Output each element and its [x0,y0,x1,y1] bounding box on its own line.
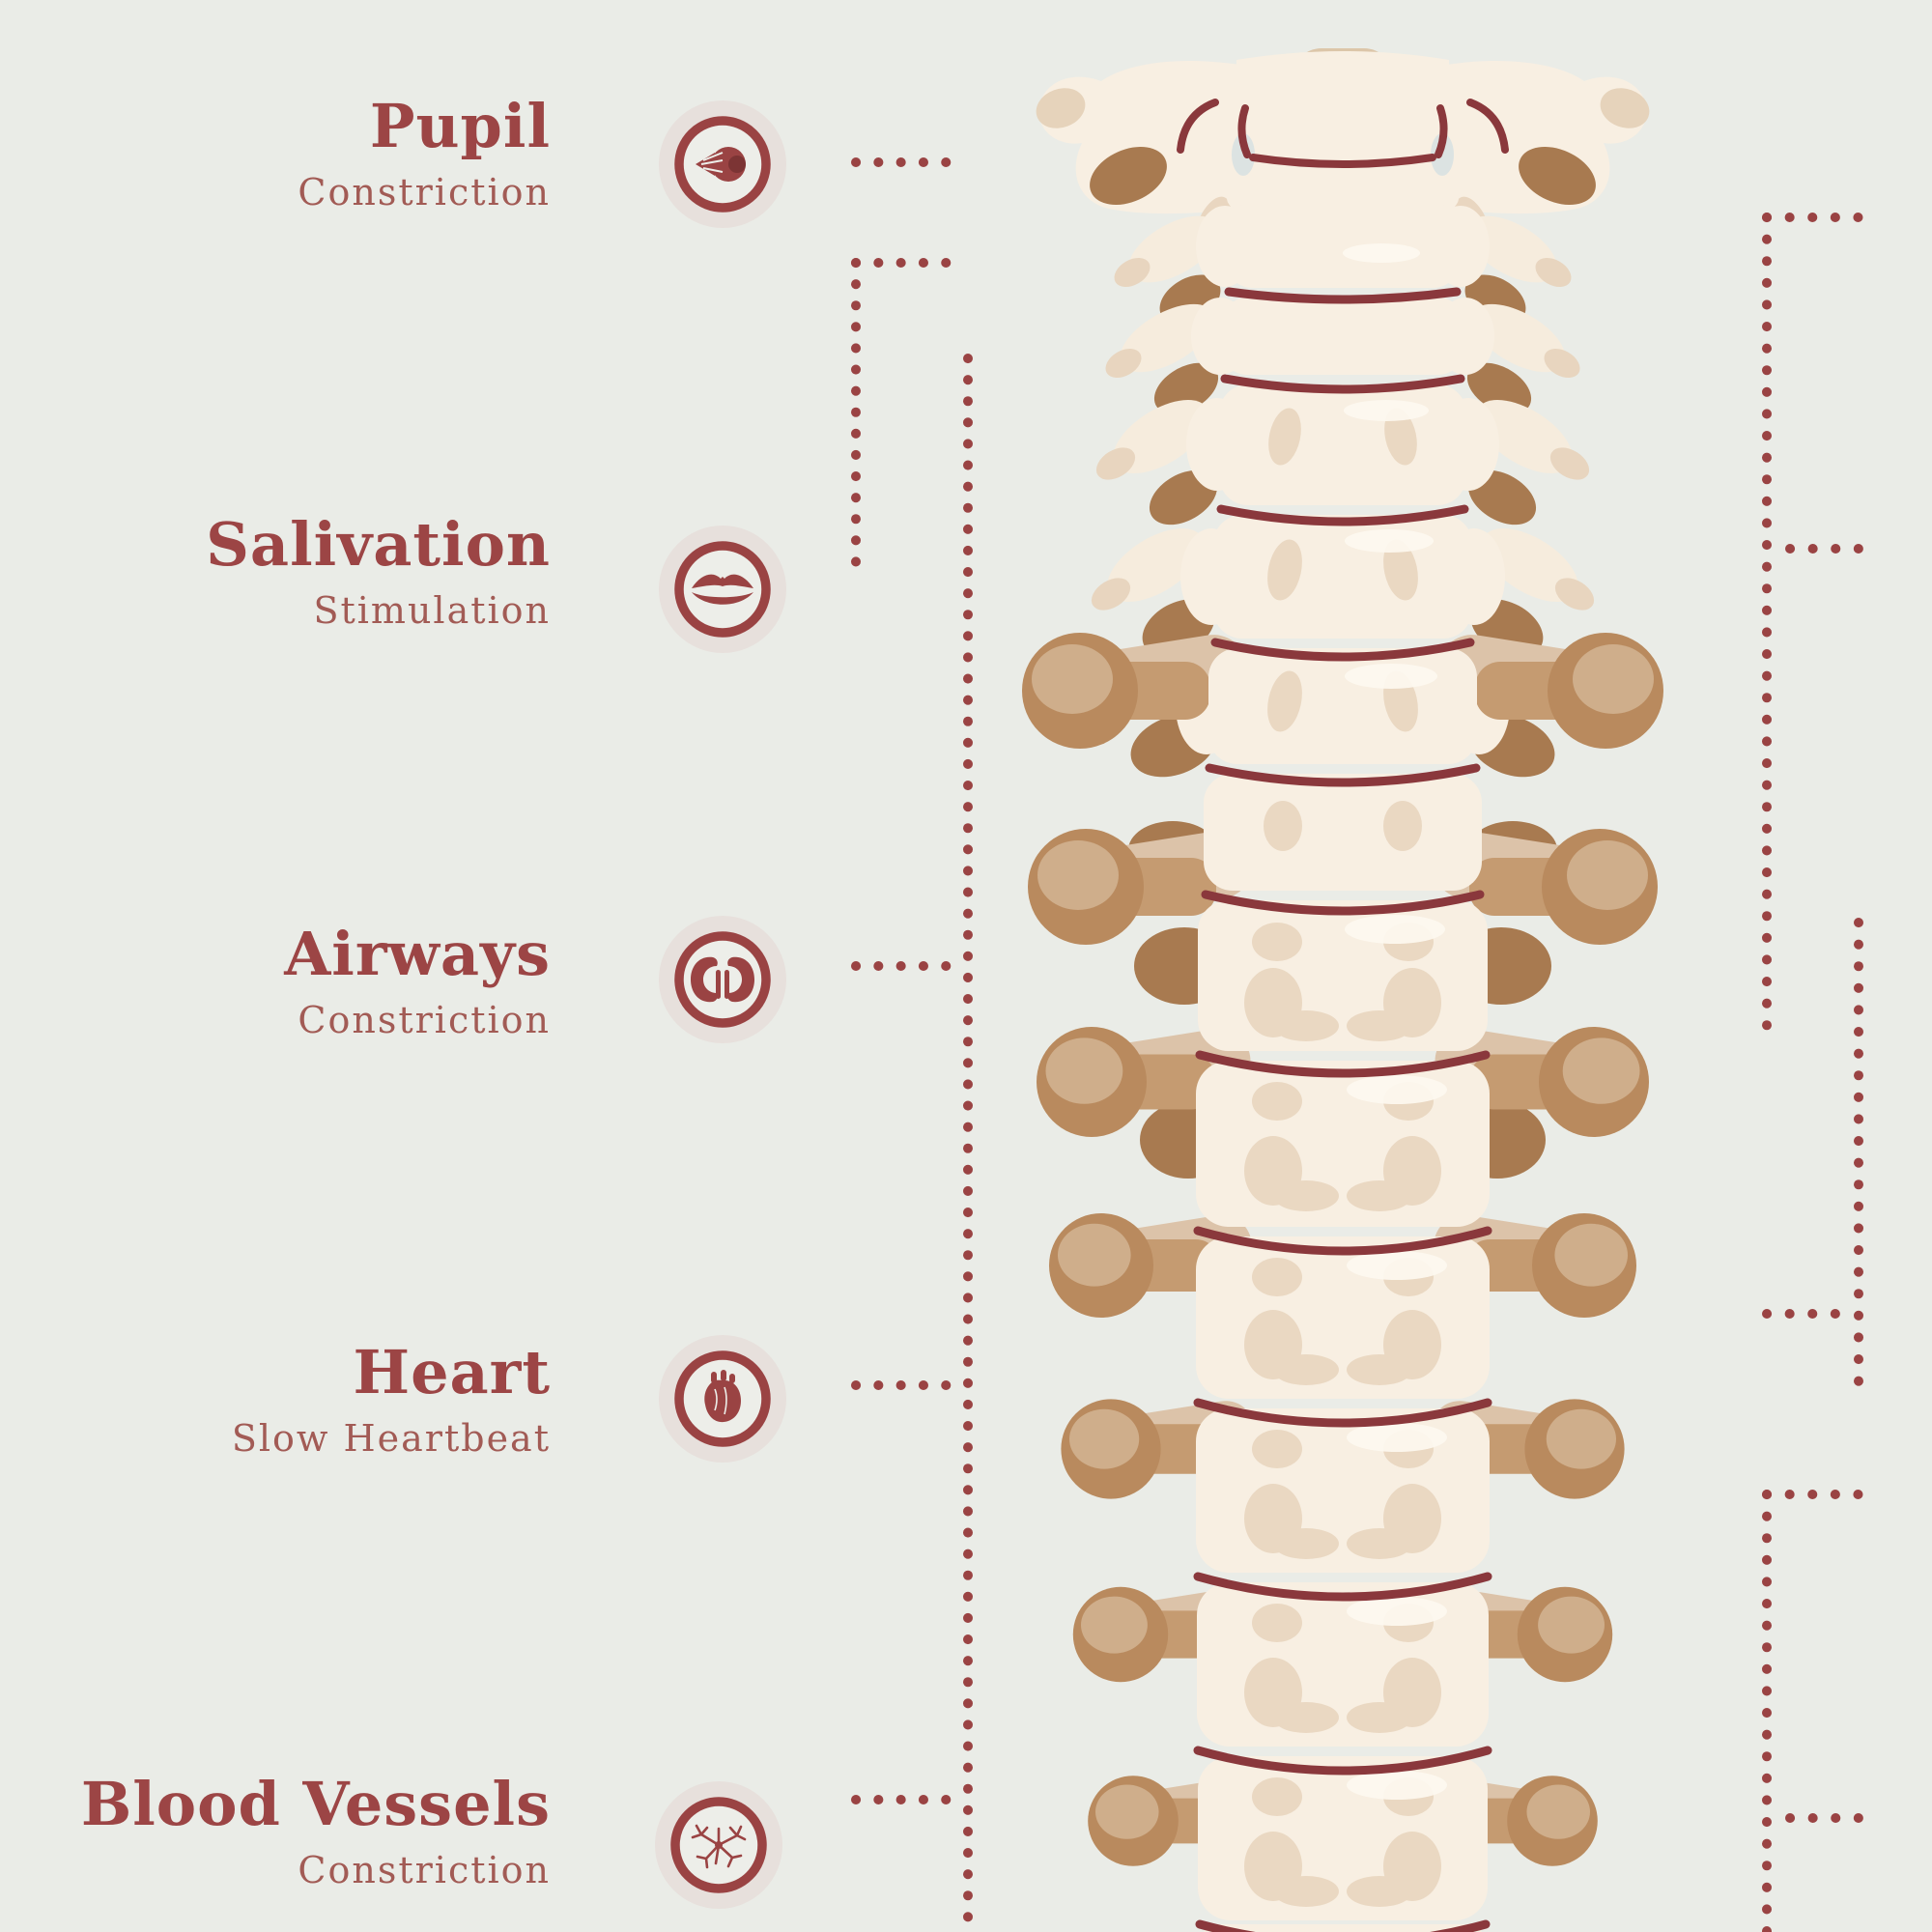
heart-subtitle: Slow Heartbeat [231,1417,551,1460]
heart-title: Heart [353,1337,551,1407]
pupil-title: Pupil [369,91,551,161]
intervertebral-disc-lines [1193,287,1492,1932]
lips-icon [659,526,786,653]
salivation-icon-badge [655,522,790,657]
heart-icon-badge [655,1331,790,1466]
pupil-subtitle: Constriction [298,171,551,213]
label-row-blood-vessels: Blood Vessels Constriction [0,1775,551,1889]
salivation-title: Salivation [206,509,551,580]
airways-subtitle: Constriction [298,999,551,1041]
salivation-subtitle: Stimulation [313,589,551,632]
blood-vessels-icon [655,1781,782,1909]
airways-icon-badge [655,912,790,1047]
label-row-heart: Heart Slow Heartbeat [0,1337,551,1460]
vertebra-shading [1244,408,1339,1907]
label-row-pupil: Pupil Constriction [0,91,551,213]
blood-vessels-title: Blood Vessels [80,1769,551,1839]
airways-title: Airways [284,919,551,989]
eye-icon [659,100,786,228]
pupil-icon-badge [655,97,790,232]
blood-vessels-icon-badge [651,1777,786,1913]
label-row-salivation: Salivation Stimulation [0,509,551,632]
vertebra-highlights [1343,243,1447,1800]
label-row-airways: Airways Constriction [0,919,551,1041]
kidneys-icon [659,916,786,1043]
blood-vessels-subtitle: Constriction [298,1849,551,1891]
heart-icon [659,1335,786,1463]
